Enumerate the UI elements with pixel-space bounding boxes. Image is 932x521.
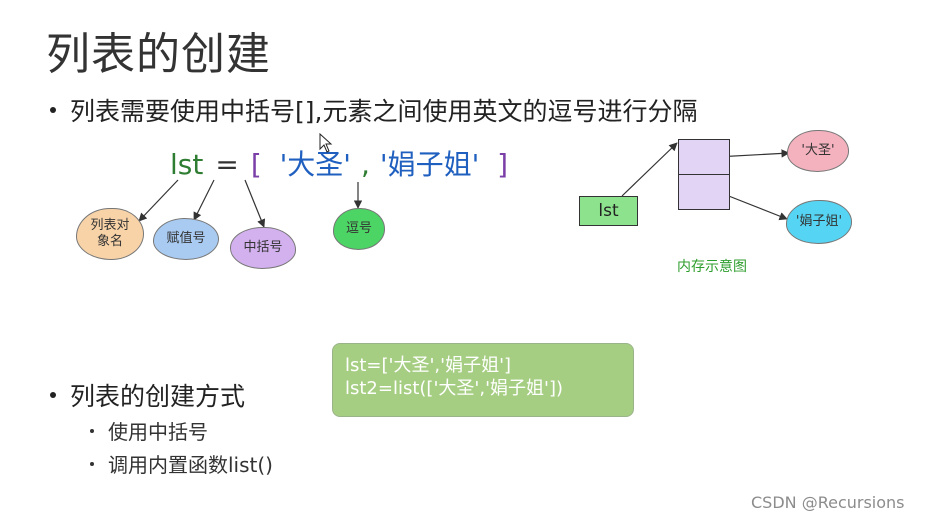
annotation-list-name: 列表对象名 [76,208,144,260]
code-item-2: '娟子姐' [379,148,480,181]
code-close-bracket: ] [497,148,509,181]
annotation-assign: 赋值号 [153,218,219,260]
code-var: lst [170,148,204,181]
code-item-1: '大圣' [279,148,351,181]
sub-bullet-text: 使用中括号 [108,420,208,444]
arrow-to-bracket [244,179,266,228]
memory-var-box: lst [579,196,638,226]
code-example-line: lst = [ '大圣', '娟子姐' ] [170,143,508,183]
code-open-bracket: [ [250,148,262,181]
mouse-cursor-icon [319,132,333,157]
annotation-bracket-text: 中括号 [243,240,283,255]
annotation-assign-text: 赋值号 [166,231,206,246]
annotation-comma: 逗号 [333,208,385,250]
bullet-dot [50,107,56,113]
memory-diagram-caption: 内存示意图 [677,259,747,275]
memory-item-1: '大圣' [787,130,849,172]
code-box-line-1: lst=['大圣','娟子姐'] [345,355,512,376]
code-box-line-2: lst2=list(['大圣','娟子姐']) [345,378,564,399]
sub-bullet-list-function: 调用内置函数list() [90,449,273,478]
memory-cell-2 [678,174,730,210]
arrow-to-assign [193,179,215,221]
memory-cell-1 [678,139,730,175]
memory-item-1-text: '大圣' [801,143,835,158]
memory-item-2-text: '娟子姐' [795,214,843,229]
bullet-list-syntax: 列表需要使用中括号[],元素之间使用英文的逗号进行分隔 [50,92,697,128]
annotation-bracket: 中括号 [230,227,296,269]
sub-bullet-brackets: 使用中括号 [90,416,208,445]
memory-item-2: '娟子姐' [786,200,852,244]
annotation-comma-text: 逗号 [345,221,372,236]
slide-title: 列表的创建 [46,29,271,80]
bullet-creation-methods: 列表的创建方式 [50,377,245,413]
code-example-box: lst=['大圣','娟子姐'] lst2=list(['大圣','娟子姐']) [332,343,634,417]
arrow-to-list-name [138,179,179,222]
code-assign: = [215,148,239,181]
sub-bullet-dot [90,461,94,466]
bullet-text: 列表需要使用中括号[],元素之间使用英文的逗号进行分隔 [70,97,698,126]
arrow-lst-to-memory [621,142,678,197]
sub-bullet-dot [90,428,94,433]
annotation-list-name-text: 列表对象名 [90,218,130,249]
bullet-dot [50,392,56,398]
bullet-text: 列表的创建方式 [70,382,246,411]
sub-bullet-text: 调用内置函数list() [108,453,273,477]
code-comma: , [360,148,370,181]
watermark: CSDN @Recursions [751,493,905,512]
